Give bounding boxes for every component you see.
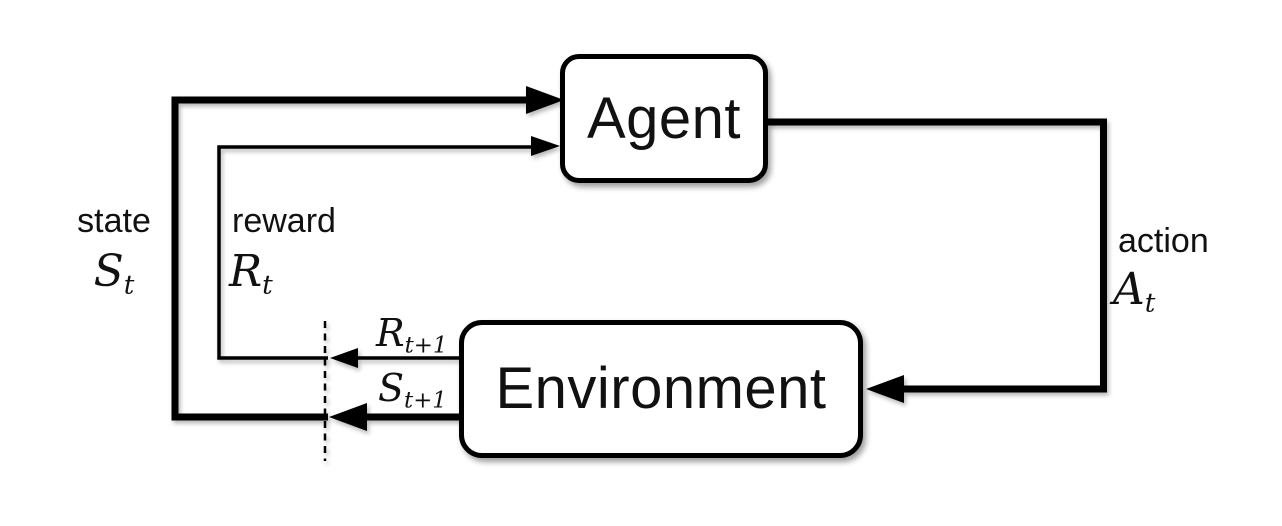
state-word-label: state xyxy=(77,202,151,240)
next-reward-subscript: t+1 xyxy=(404,332,448,359)
next-state-subscript: t+1 xyxy=(404,387,447,414)
state-symbol-label: St xyxy=(60,250,168,299)
state-symbol: S xyxy=(93,246,124,297)
state-arrowhead-icon xyxy=(526,86,564,114)
reward-symbol-label: Rt xyxy=(229,250,273,299)
action-word-label: action xyxy=(1118,222,1209,260)
environment-box: Environment xyxy=(459,320,863,458)
reward-line xyxy=(217,145,548,360)
action-symbol-label: At xyxy=(1113,268,1155,317)
action-symbol: A xyxy=(1113,264,1145,315)
action-arrowhead-icon xyxy=(866,375,904,403)
state-line xyxy=(171,96,550,421)
next-reward-arrowhead-icon xyxy=(330,348,358,368)
environment-box-label: Environment xyxy=(495,356,827,421)
agent-box: Agent xyxy=(560,54,768,183)
reward-symbol: R xyxy=(229,246,263,297)
next-state-symbol: S xyxy=(378,366,405,410)
next-reward-symbol: R xyxy=(376,311,405,355)
next-reward-label: Rt+1 xyxy=(376,314,447,357)
action-line xyxy=(768,118,1107,393)
state-subscript: t xyxy=(123,269,135,301)
reward-word-label: reward xyxy=(232,202,336,240)
agent-box-label: Agent xyxy=(586,85,742,151)
action-subscript: t xyxy=(1144,287,1156,319)
reward-arrowhead-icon xyxy=(531,136,560,156)
next-state-label: St+1 xyxy=(378,369,447,412)
reward-subscript: t xyxy=(262,269,273,301)
next-state-arrowhead-icon xyxy=(329,403,367,431)
